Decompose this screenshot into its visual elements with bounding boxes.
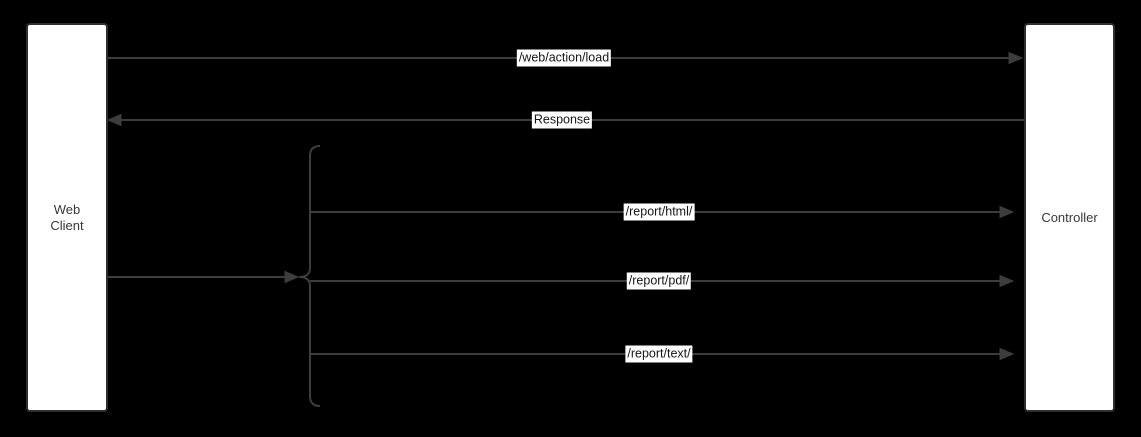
message-label-report-pdf: /report/pdf/: [626, 272, 692, 290]
arrow-branch: [108, 270, 300, 284]
message-label-web-action-load: /web/action/load: [516, 49, 612, 67]
message-label-report-text: /report/text/: [625, 345, 693, 363]
actor-controller: Controller: [1024, 23, 1115, 412]
curly-brace: [298, 145, 321, 407]
message-label-report-html: /report/html/: [623, 203, 695, 221]
actor-controller-label: Controller: [1041, 209, 1098, 225]
actor-web-client-label: Web Client: [50, 201, 84, 233]
message-label-response: Response: [531, 111, 593, 129]
actor-web-client: Web Client: [26, 23, 108, 412]
